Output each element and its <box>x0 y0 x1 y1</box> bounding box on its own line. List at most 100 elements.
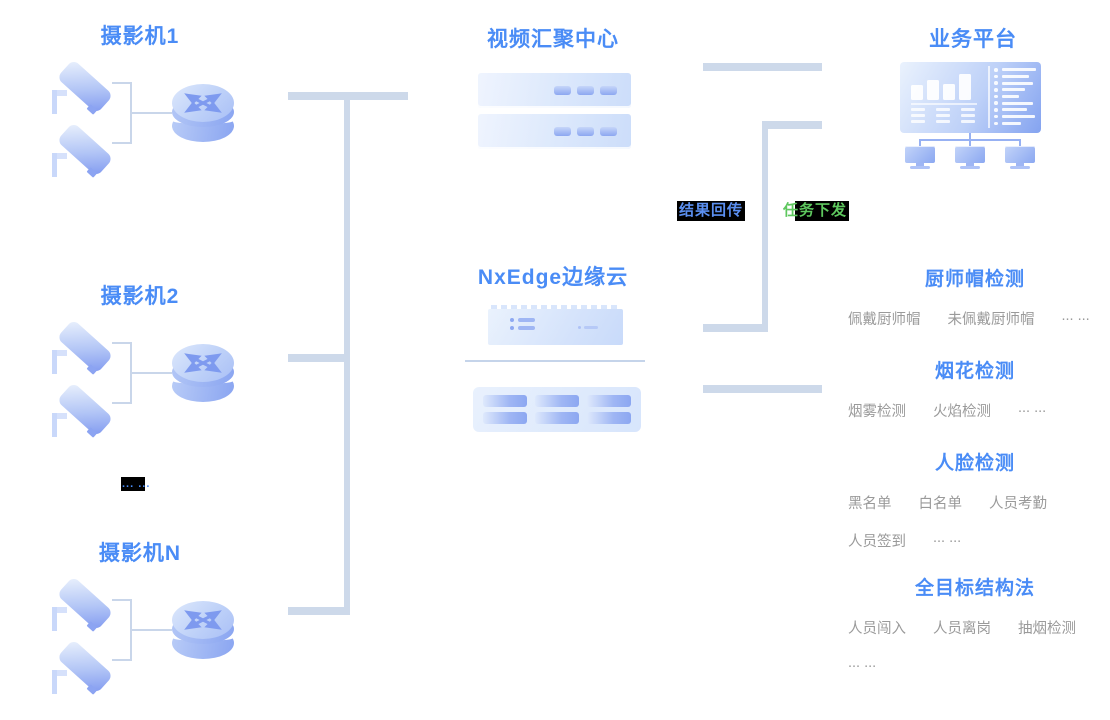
connector-line <box>288 92 408 100</box>
edge-cloud-title: NxEdge边缘云 <box>477 266 629 289</box>
platform-title: 业务平台 <box>929 28 1017 51</box>
chart-baseline <box>911 103 977 105</box>
connector-line <box>762 121 822 129</box>
camera-body <box>56 576 114 631</box>
detection-item: 白名单 <box>918 496 963 512</box>
server-slot <box>554 86 571 95</box>
monitor-screen <box>905 146 935 163</box>
detection-section-full-target: 全目标结构法 人员闯入 人员离岗 抽烟检测 ... ... <box>848 573 1102 688</box>
task-dispatch-label: 任务下发 <box>781 201 850 221</box>
server-slot <box>577 127 594 136</box>
camera-group-n: 摄影机N <box>40 535 240 715</box>
camera-icon <box>52 58 118 120</box>
module-pill <box>483 412 527 424</box>
detection-title: 厨师帽检测 <box>924 269 1025 290</box>
camera-group-title: 摄影机N <box>98 542 182 565</box>
connector-line <box>703 63 822 71</box>
camera-mount <box>52 670 57 694</box>
detection-item: 未佩戴厨师帽 <box>947 312 1035 328</box>
connector-line <box>132 112 172 114</box>
chip-icon <box>488 305 623 345</box>
module-pill <box>483 395 527 407</box>
camera-mount <box>52 90 57 114</box>
module-pill <box>587 395 631 407</box>
switch-top <box>172 344 234 382</box>
detection-section-chef-hat: 厨师帽检测 佩戴厨师帽 未佩戴厨师帽 ... ... <box>848 264 1102 346</box>
divider-line <box>465 360 645 362</box>
detection-section-smoke-fire: 烟花检测 烟雾检测 火焰检测 ... ... <box>848 356 1102 438</box>
detection-item: 烟雾检测 <box>848 404 906 420</box>
camera-mount <box>57 607 67 613</box>
switch-top <box>172 601 234 639</box>
camera-body <box>56 319 114 374</box>
chip-list-glyph <box>510 318 535 330</box>
detection-item: ... ... <box>1018 400 1047 416</box>
server-slot <box>600 127 617 136</box>
connector-line <box>919 140 921 147</box>
camera-icon <box>52 318 118 380</box>
camera-icon <box>52 381 118 443</box>
camera-mount <box>52 413 57 437</box>
chip-body <box>488 309 623 345</box>
camera-body <box>56 122 114 177</box>
monitor-stand <box>916 163 924 166</box>
detection-item: 火焰检测 <box>933 404 991 420</box>
camera-body <box>56 639 114 694</box>
module-pill <box>587 412 631 424</box>
list-glyph <box>994 68 1036 125</box>
connector-line <box>132 629 172 631</box>
monitor-icon <box>953 146 987 170</box>
detection-item: 佩戴厨师帽 <box>848 312 921 328</box>
monitor-stand <box>1016 163 1024 166</box>
connector-line <box>112 659 132 661</box>
connector-line <box>112 342 132 344</box>
crossed-arrows-icon <box>184 610 222 630</box>
monitor-screen <box>955 146 985 163</box>
detection-items: 人员签到 ... ... <box>848 530 1102 551</box>
camera-mount <box>52 350 57 374</box>
detection-item: 黑名单 <box>848 496 892 512</box>
monitor-stand <box>966 163 974 166</box>
dashboard-icon <box>900 62 1041 133</box>
result-return-label: 结果回传 <box>677 201 746 221</box>
connector-line <box>112 142 132 144</box>
monitor-screen <box>1005 146 1035 163</box>
monitor-icon <box>903 146 937 170</box>
camera-mount <box>57 153 67 159</box>
crossed-arrows-icon <box>184 353 222 373</box>
modules-icon <box>473 387 641 432</box>
camera-icon <box>52 638 118 700</box>
camera-mount <box>57 350 67 356</box>
detection-title: 人脸检测 <box>934 453 1015 474</box>
connector-line <box>130 599 132 661</box>
module-pill <box>535 395 579 407</box>
connector-line <box>130 342 132 404</box>
detection-section-face: 人脸检测 黑名单 白名单 人员考勤 人员签到 ... ... <box>848 448 1102 568</box>
connector-line <box>288 354 346 362</box>
connector-line <box>112 402 132 404</box>
detection-items: 烟雾检测 火焰检测 ... ... <box>848 400 1102 421</box>
connector-line <box>288 607 346 615</box>
connector-line <box>344 98 350 615</box>
dash-grid-glyph <box>911 108 975 123</box>
camera-icon <box>52 121 118 183</box>
connector-line <box>969 133 971 140</box>
crossed-arrows-icon <box>184 93 222 113</box>
detection-items: 人员闯入 人员离岗 抽烟检测 <box>848 617 1102 638</box>
camera-mount <box>57 413 67 419</box>
switch-icon <box>172 344 234 404</box>
connector-line <box>1019 140 1021 147</box>
detection-item: 人员签到 <box>848 534 906 550</box>
chip-pins <box>491 305 620 310</box>
detection-title: 烟花检测 <box>934 361 1015 382</box>
detection-item: ... ... <box>933 530 962 546</box>
connector-line <box>112 82 132 84</box>
camera-mount <box>57 670 67 676</box>
connector-line <box>703 385 822 393</box>
module-pill <box>535 412 579 424</box>
detection-items: 佩戴厨师帽 未佩戴厨师帽 ... ... <box>848 308 1102 329</box>
detection-item: 人员离岗 <box>933 621 991 637</box>
detection-item: 人员闯入 <box>848 621 906 637</box>
server-slot <box>577 86 594 95</box>
